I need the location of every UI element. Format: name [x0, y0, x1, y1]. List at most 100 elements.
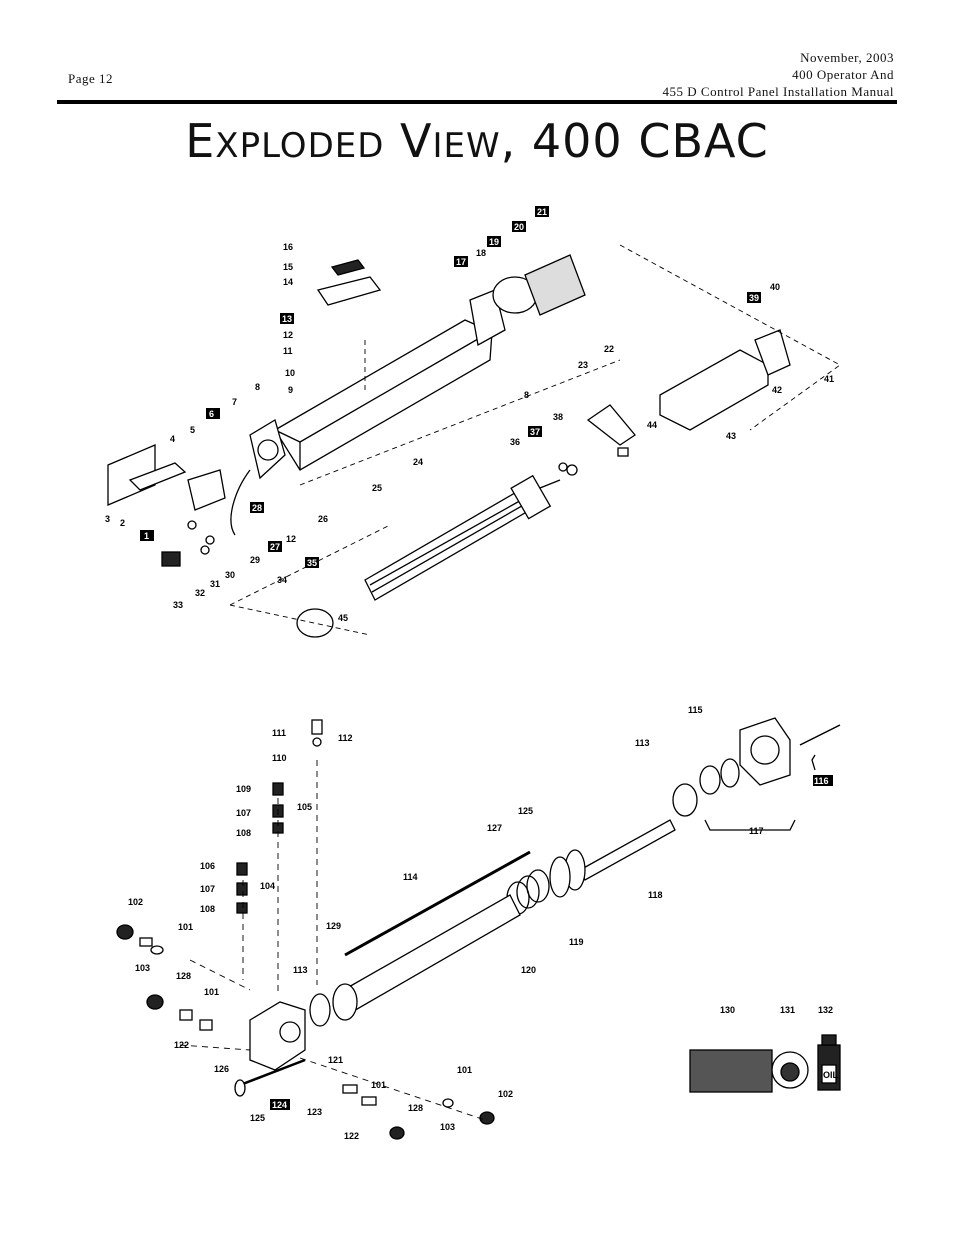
label-128a: 128	[176, 971, 191, 981]
label-110: 110	[272, 753, 287, 763]
label-21: 21	[537, 207, 547, 217]
header-date: November, 2003	[800, 50, 894, 65]
label-132: 132	[818, 1005, 833, 1015]
label-123: 123	[307, 1107, 322, 1117]
label-26: 26	[318, 514, 328, 524]
label-111: 111	[272, 728, 286, 738]
label-22: 22	[604, 344, 614, 354]
label-42: 42	[772, 385, 782, 395]
label-28: 28	[252, 503, 262, 513]
label-19: 19	[489, 237, 499, 247]
label-8b: 8	[255, 382, 260, 392]
label-27: 27	[270, 542, 280, 552]
label-124: 124	[272, 1100, 287, 1110]
label-25: 25	[372, 483, 382, 493]
header-rule	[57, 100, 897, 104]
header-line2: 400 Operator And	[792, 67, 894, 82]
label-34: 34	[277, 575, 287, 585]
label-122b: 122	[344, 1131, 359, 1141]
label-13: 13	[282, 314, 292, 324]
label-112: 112	[338, 733, 353, 743]
label-116: 116	[814, 776, 829, 786]
document-header: November, 2003 400 Operator And 455 D Co…	[663, 49, 894, 100]
label-107a: 107	[236, 808, 251, 818]
label-122a: 122	[174, 1040, 189, 1050]
label-15: 15	[283, 262, 293, 272]
label-106: 106	[200, 861, 215, 871]
label-107b: 107	[200, 884, 215, 894]
label-102b: 102	[498, 1089, 513, 1099]
header-line3: 455 D Control Panel Installation Manual	[662, 84, 894, 99]
label-105: 105	[297, 802, 312, 812]
label-113a: 113	[635, 738, 650, 748]
label-3: 3	[105, 514, 110, 524]
label-33: 33	[173, 600, 183, 610]
label-12b: 12	[286, 534, 296, 544]
label-45: 45	[338, 613, 348, 623]
label-120: 120	[521, 965, 536, 975]
exploded-view-diagram: 16 15 14 13 12 11 10 9 17 18 19 20 21 22…	[100, 180, 845, 1148]
label-104: 104	[260, 881, 275, 891]
label-29: 29	[250, 555, 260, 565]
label-126: 126	[214, 1064, 229, 1074]
label-32: 32	[195, 588, 205, 598]
label-1: 1	[144, 531, 149, 541]
label-11: 11	[283, 346, 293, 356]
label-115: 115	[688, 705, 703, 715]
label-127: 127	[487, 823, 502, 833]
label-118: 118	[648, 890, 663, 900]
label-8a: 8	[524, 390, 529, 400]
label-121: 121	[328, 1055, 343, 1065]
label-39: 39	[749, 293, 759, 303]
label-16: 16	[283, 242, 293, 252]
page-title: EXPLODED VIEW, 400 CBAC	[185, 114, 769, 168]
label-5: 5	[190, 425, 195, 435]
label-119: 119	[569, 937, 584, 947]
label-117: 117	[749, 826, 764, 836]
label-17: 17	[456, 257, 466, 267]
pad-130	[689, 1049, 773, 1093]
label-125b: 125	[250, 1113, 265, 1123]
oil-bottle-label: OIL	[823, 1070, 839, 1080]
label-130: 130	[720, 1005, 735, 1015]
label-36: 36	[510, 437, 520, 447]
label-31: 31	[210, 579, 220, 589]
label-4: 4	[170, 434, 175, 444]
exploded-view-svg: 16 15 14 13 12 11 10 9 17 18 19 20 21 22…	[105, 206, 841, 1141]
label-43: 43	[726, 431, 736, 441]
label-30: 30	[225, 570, 235, 580]
label-10: 10	[285, 368, 295, 378]
label-44: 44	[647, 420, 657, 430]
label-7: 7	[232, 397, 237, 407]
label-108b: 108	[200, 904, 215, 914]
label-109: 109	[236, 784, 251, 794]
label-6: 6	[209, 409, 214, 419]
label-40: 40	[770, 282, 780, 292]
label-38: 38	[553, 412, 563, 422]
label-35: 35	[307, 558, 317, 568]
label-102a: 102	[128, 897, 143, 907]
label-114: 114	[403, 872, 418, 882]
label-103b: 103	[440, 1122, 455, 1132]
label-129: 129	[326, 921, 341, 931]
label-37: 37	[530, 427, 540, 437]
label-113b: 113	[293, 965, 308, 975]
label-14: 14	[283, 277, 293, 287]
label-101c: 101	[371, 1080, 386, 1090]
label-108a: 108	[236, 828, 251, 838]
label-101d: 101	[457, 1065, 472, 1075]
label-24: 24	[413, 457, 423, 467]
label-20: 20	[514, 222, 524, 232]
label-103a: 103	[135, 963, 150, 973]
label-2: 2	[120, 518, 125, 528]
label-41: 41	[824, 374, 834, 384]
page-number: Page 12	[68, 71, 114, 86]
label-12a: 12	[283, 330, 293, 340]
label-101a: 101	[178, 922, 193, 932]
label-128b: 128	[408, 1103, 423, 1113]
label-125a: 125	[518, 806, 533, 816]
label-131: 131	[780, 1005, 795, 1015]
label-23: 23	[578, 360, 588, 370]
label-18: 18	[476, 248, 486, 258]
label-9: 9	[288, 385, 293, 395]
